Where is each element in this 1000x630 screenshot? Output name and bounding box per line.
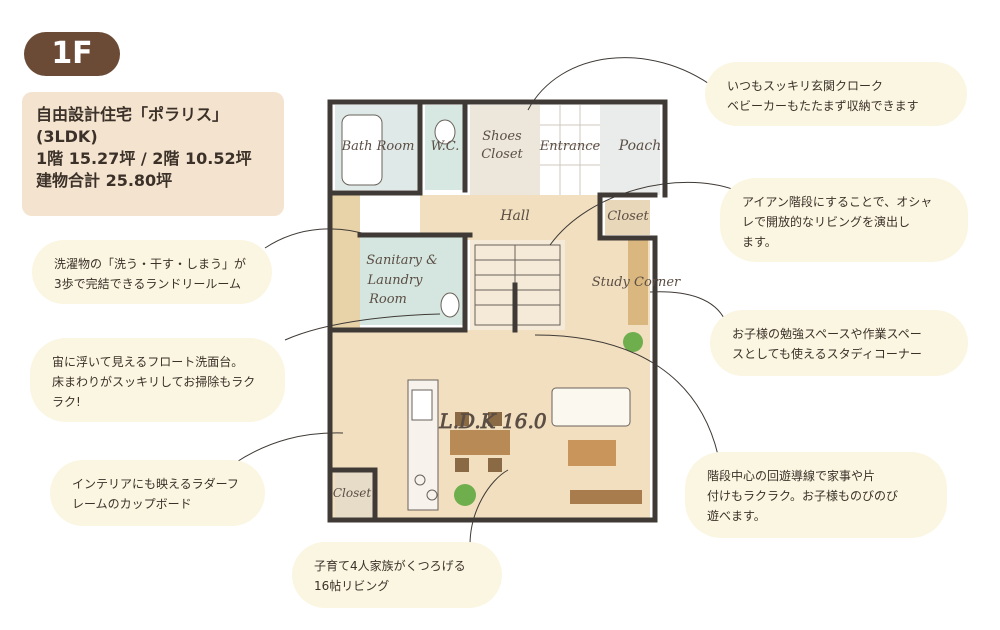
room-label-closet-hall: Closet	[607, 209, 649, 224]
stove-burner	[426, 489, 438, 501]
note-line: 16帖リビング	[314, 579, 390, 593]
callout-line-cloak	[527, 57, 716, 111]
closet-kitchen-floor	[335, 470, 375, 520]
note-study: お子様の勉強スペースや作業スペー スとしても使えるスタディコーナー	[710, 310, 968, 376]
room-label-ldk: L.D.K 16.0	[438, 409, 546, 433]
shoes-closet-floor	[470, 105, 540, 195]
note-line: 3歩で完結できるランドリールーム	[54, 277, 242, 291]
info-line-layout: (3LDK)	[36, 127, 98, 146]
note-line: お子様の勉強スペースや作業スペー	[732, 327, 922, 341]
room-label-poach: Poach	[618, 138, 662, 154]
stove-burner	[414, 474, 426, 486]
note-float-sink: 宙に浮いて見えるフロート洗面台。 床まわりがスッキリしてお掃除もラク ラク!	[30, 338, 285, 422]
study-desk	[628, 240, 648, 325]
note-line: アイアン階段にすることで、オシャ	[742, 195, 933, 209]
note-line: 床まわりがスッキリしてお掃除もラク	[52, 375, 256, 389]
info-line-floor-area: 1階 15.27坪 / 2階 10.52坪	[36, 149, 252, 168]
sofa	[551, 387, 631, 427]
plant-icon	[454, 484, 476, 506]
callout-line-study	[649, 291, 726, 321]
note-line: 子育て4人家族がくつろげる	[314, 559, 466, 573]
room-label-shoes-2: Closet	[481, 147, 523, 162]
house-info-box: 自由設計住宅「ポラリス」 (3LDK) 1階 15.27坪 / 2階 10.52…	[22, 92, 284, 216]
dining-table	[450, 430, 510, 455]
plant-icon	[623, 332, 643, 352]
callout-line-circulation	[534, 334, 719, 456]
closet-hall-floor	[605, 200, 650, 235]
entrance-tiles	[540, 105, 600, 195]
callout-line-cupboard	[234, 432, 344, 464]
note-line: 洗濯物の「洗う・干す・しまう」が	[54, 257, 247, 271]
tv-board	[570, 490, 642, 504]
note-line: ラク!	[52, 395, 81, 409]
toilet	[434, 119, 456, 145]
note-line: ます。	[742, 235, 777, 249]
note-line: インテリアにも映えるラダーフ	[72, 477, 239, 491]
note-circulation: 階段中心の回遊導線で家事や片 付けもラクラク。お子様ものびのび 遊べます。	[685, 452, 947, 538]
note-line: スとしても使えるスタディコーナー	[732, 347, 922, 361]
dining-chair	[488, 458, 502, 472]
note-laundry: 洗濯物の「洗う・干す・しまう」が 3歩で完結できるランドリールーム	[32, 240, 272, 304]
callout-line-laundry	[264, 228, 373, 249]
coffee-table	[568, 440, 616, 466]
callout-line-stairs	[549, 181, 736, 246]
room-label-sanitary-1: Sanitary &	[366, 253, 437, 268]
note-line: レームのカップボード	[72, 497, 192, 511]
note-iron-stairs: アイアン階段にすることで、オシャ レで開放的なリビングを演出し ます。	[720, 178, 968, 262]
dining-chair	[488, 412, 502, 426]
kitchen-sink	[411, 389, 433, 421]
room-label-sanitary-3: Room	[368, 292, 407, 307]
wc-floor	[425, 105, 465, 190]
bathtub	[341, 114, 383, 186]
hall-side-floor	[330, 195, 360, 330]
note-line: ベビーカーもたたまず収納できます	[727, 99, 919, 113]
callout-line-living	[469, 469, 509, 546]
note-line: いつもスッキリ玄関クローク	[727, 79, 884, 93]
room-label-hall: Hall	[499, 208, 530, 224]
room-label-shoes-1: Shoes	[482, 129, 522, 144]
room-label-wc: W.C.	[431, 139, 460, 154]
room-label-study: Study Corner	[592, 275, 681, 290]
room-label-bath: Bath Room	[341, 139, 415, 154]
callout-lines	[234, 57, 736, 546]
note-line: 階段中心の回遊導線で家事や片	[707, 469, 876, 483]
room-label-sanitary-2: Laundry	[366, 273, 423, 288]
sink	[440, 292, 460, 318]
note-living: 子育て4人家族がくつろげる 16帖リビング	[292, 542, 502, 608]
dining-chair	[455, 412, 469, 426]
note-line: レで開放的なリビングを演出し	[742, 215, 911, 229]
entrance-floor	[540, 105, 600, 195]
note-line: 付けもラクラク。お子様ものびのび	[707, 489, 899, 503]
note-line: 宙に浮いて見えるフロート洗面台。	[52, 355, 244, 369]
info-line-total-area: 建物合計 25.80坪	[36, 171, 173, 190]
dining-chair	[455, 458, 469, 472]
room-label-entrance: Entrance	[539, 139, 601, 154]
room-label-closet-kitchen: Closet	[333, 486, 372, 500]
info-line-name: 自由設計住宅「ポラリス」	[36, 105, 229, 124]
floor-badge: 1F	[24, 32, 120, 76]
poach-floor	[600, 105, 660, 195]
callout-line-sink	[284, 313, 441, 341]
walls	[327, 99, 668, 523]
note-line: 遊べます。	[707, 509, 766, 523]
note-entrance-cloak: いつもスッキリ玄関クローク ベビーカーもたたまず収納できます	[705, 62, 967, 126]
note-cupboard: インテリアにも映えるラダーフ レームのカップボード	[50, 460, 265, 526]
